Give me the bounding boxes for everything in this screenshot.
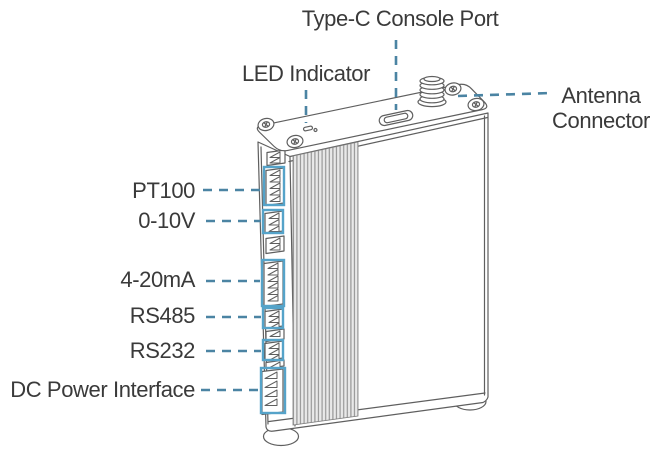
port-highlights	[259, 165, 287, 415]
callout-pt100: PT100	[132, 178, 195, 203]
heatsink-fins	[292, 141, 359, 426]
port-highlight-dc-power	[259, 366, 287, 415]
port-highlight-rs232	[261, 338, 285, 362]
callout-rs232: RS232	[129, 338, 196, 363]
callout-type-c-console-port: Type-C Console Port	[301, 6, 499, 31]
callout-0-10v: 0-10V	[138, 208, 195, 233]
port-highlight-pt100	[262, 165, 286, 207]
port-highlight-rs485	[261, 306, 285, 330]
device-body	[257, 112, 489, 432]
callout-antenna-connector: Antenna Connector	[552, 83, 650, 133]
antenna-connector-art	[417, 75, 447, 108]
leader-lines	[201, 40, 552, 392]
callout-rs485: RS485	[129, 303, 196, 328]
port-highlight-4-20ma	[260, 258, 286, 308]
port-connectors	[261, 149, 286, 416]
callout-led-indicator: LED Indicator	[241, 61, 371, 86]
callout-4-20ma: 4-20mA	[120, 267, 195, 292]
port-highlight-0-10v	[261, 208, 285, 235]
type-c-port-art	[378, 109, 414, 127]
callout-dc-power-interface: DC Power Interface	[10, 377, 195, 402]
led-art	[302, 125, 318, 133]
